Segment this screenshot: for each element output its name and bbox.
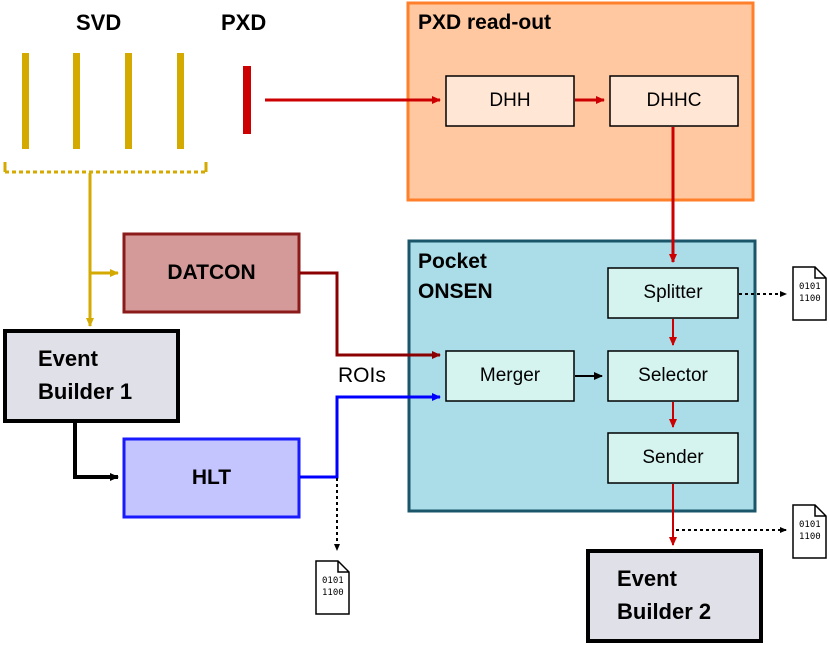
dhh-label: DHH xyxy=(489,90,531,111)
file-icon-hlt xyxy=(315,560,350,615)
hlt-box xyxy=(122,437,301,519)
file-text-line1: 0101 xyxy=(322,576,344,586)
event-builder-2-line2: Builder 2 xyxy=(617,599,712,624)
file-text-line1: 0101 xyxy=(799,282,821,292)
merger-label: Merger xyxy=(479,365,541,386)
pxd-readout-title: PXD read-out xyxy=(418,11,552,34)
selector-label: Selector xyxy=(638,365,708,386)
event-builder-1-line2: Builder 1 xyxy=(38,379,133,404)
file-text-line2: 1100 xyxy=(322,588,344,598)
merger-box xyxy=(445,350,575,402)
dhhc-label: DHHC xyxy=(646,90,702,111)
rois-label: ROIs xyxy=(338,364,386,387)
event-builder-1-box xyxy=(3,329,180,423)
file-text-hlt: 0101 1100 xyxy=(322,575,344,599)
hlt-label: HLT xyxy=(191,466,232,489)
sender-box xyxy=(607,432,739,484)
file-text-line1: 0101 xyxy=(799,520,821,530)
file-icon-sender xyxy=(792,504,827,559)
event-builder-2-line1: Event xyxy=(617,566,677,591)
splitter-box xyxy=(607,267,739,319)
event-builder-1-line1: Event xyxy=(38,346,98,371)
file-text-sender: 0101 1100 xyxy=(799,519,821,543)
datcon-label: DATCON xyxy=(167,261,256,284)
event-builder-2-box xyxy=(586,549,763,643)
file-text-line2: 1100 xyxy=(799,294,821,304)
file-icon-splitter xyxy=(792,266,827,321)
svd-collector xyxy=(3,162,208,174)
hlt-to-merger-arrow xyxy=(300,393,441,479)
svd-layers xyxy=(22,53,184,149)
datcon-to-merger-arrow xyxy=(300,271,441,359)
pxd-label: PXD xyxy=(221,10,267,35)
selector-box xyxy=(607,350,739,402)
dhh-box xyxy=(445,75,575,127)
onsen-title-line1: Pocket xyxy=(418,250,487,273)
onsen-title-line2: ONSEN xyxy=(418,280,493,303)
file-text-line2: 1100 xyxy=(799,532,821,542)
file-text-splitter: 0101 1100 xyxy=(799,281,821,305)
event-builder-1-to-hlt-arrow xyxy=(73,422,119,481)
datcon-box xyxy=(122,232,301,314)
pxd-layer xyxy=(243,66,251,134)
dhhc-box xyxy=(609,75,739,127)
svd-label: SVD xyxy=(76,10,122,35)
splitter-label: Splitter xyxy=(643,282,703,303)
sender-label: Sender xyxy=(642,447,704,468)
